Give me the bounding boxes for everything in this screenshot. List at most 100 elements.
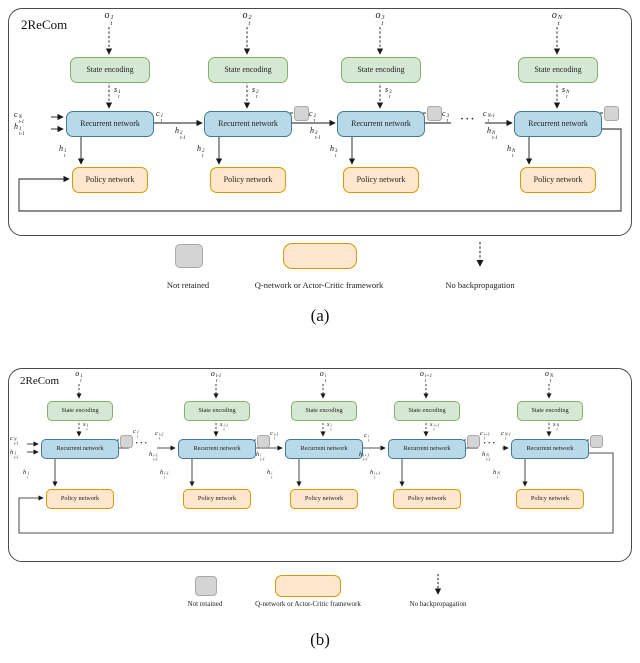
state-encoding-box: State encoding <box>70 57 150 83</box>
recurrent-network-box: Recurrent network <box>204 111 292 137</box>
not-retained-swatch <box>175 244 203 268</box>
q-network-swatch <box>283 243 357 269</box>
state-encoding-box: State encoding <box>517 401 583 421</box>
legend-b: Not retained Q-network or Actor-Critic f… <box>0 572 640 626</box>
not-retained-square <box>120 435 133 448</box>
policy-network-box: Policy network <box>46 489 114 509</box>
ellipsis: ··· <box>135 438 149 448</box>
not-retained-square <box>257 435 270 448</box>
recurrent-network-box: Recurrent network <box>511 439 589 459</box>
state-encoding-box: State encoding <box>184 401 250 421</box>
panel-a-title: 2ReCom <box>21 17 68 32</box>
state-encoding-box: State encoding <box>518 57 598 83</box>
no-backprop-label: No backpropagation <box>445 280 515 290</box>
policy-network-box: Policy network <box>343 167 419 193</box>
panel-b-connectors <box>18 384 614 534</box>
not-retained-label: Not retained <box>187 600 223 608</box>
recurrent-network-box: Recurrent network <box>66 111 154 137</box>
panel-b: 2ReCom <box>8 368 632 562</box>
recurrent-network-box: Recurrent network <box>285 439 363 459</box>
policy-network-box: Policy network <box>520 167 596 193</box>
state-encoding-box: State encoding <box>47 401 113 421</box>
no-backprop-label: No backpropagation <box>409 600 467 608</box>
not-retained-square <box>467 435 480 448</box>
recurrent-network-box: Recurrent network <box>514 111 602 137</box>
state-encoding-box: State encoding <box>291 401 357 421</box>
state-encoding-box: State encoding <box>394 401 460 421</box>
not-retained-square <box>427 106 442 121</box>
recurrent-network-box: Recurrent network <box>41 439 119 459</box>
policy-network-box: Policy network <box>72 167 148 193</box>
not-retained-square <box>294 106 309 121</box>
recurrent-network-box: Recurrent network <box>388 439 466 459</box>
policy-network-box: Policy network <box>183 489 251 509</box>
q-network-label: Q-network or Actor-Critic framework <box>255 600 361 608</box>
state-encoding-box: State encoding <box>341 57 421 83</box>
no-backprop-arrow <box>476 242 484 267</box>
policy-network-box: Policy network <box>393 489 461 509</box>
q-network-swatch <box>275 575 341 597</box>
state-encoding-box: State encoding <box>208 57 288 83</box>
not-retained-swatch <box>195 576 217 596</box>
recurrent-network-box: Recurrent network <box>178 439 256 459</box>
legend-a: Not retained Q-network or Actor-Critic f… <box>0 240 640 306</box>
recurrent-network-box: Recurrent network <box>337 111 425 137</box>
not-retained-square <box>590 435 603 448</box>
policy-network-box: Policy network <box>210 167 286 193</box>
no-backprop-arrow <box>434 574 442 595</box>
policy-network-box: Policy network <box>290 489 358 509</box>
panel-b-title: 2ReCom <box>20 375 60 387</box>
panel-a-connectors <box>18 27 622 212</box>
caption-a: (a) <box>310 306 330 325</box>
